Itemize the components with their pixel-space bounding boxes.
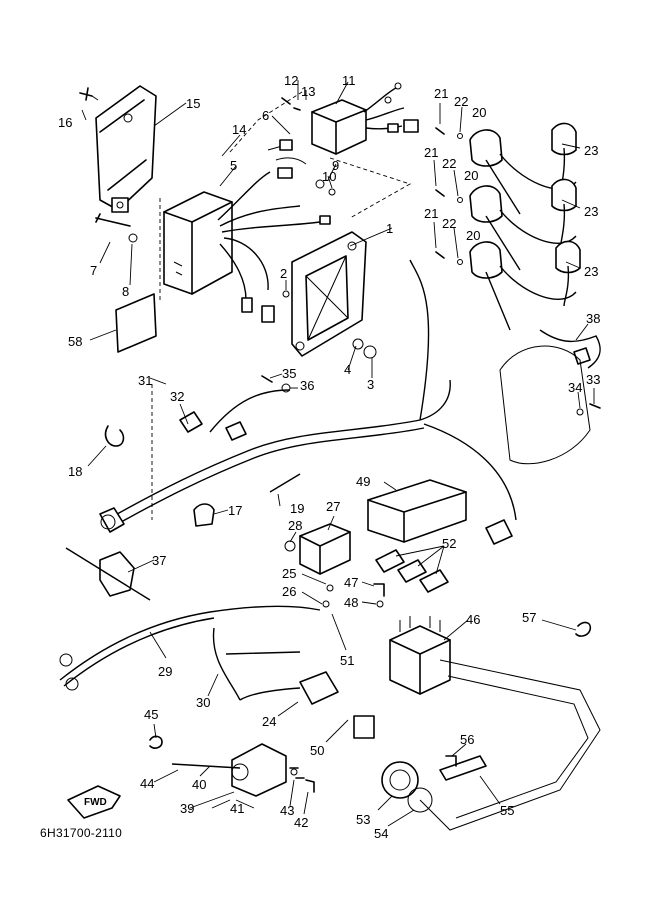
callout-13: 13	[301, 84, 315, 99]
part-16-bolt	[79, 87, 99, 101]
callout-32: 32	[170, 389, 184, 404]
callout-36: 36	[300, 378, 314, 393]
callout-17: 17	[228, 503, 242, 518]
part-11-rectifier	[311, 99, 367, 155]
callout-23-b: 23	[584, 204, 598, 219]
callout-19: 19	[290, 501, 304, 516]
part-39-starter	[231, 743, 287, 797]
callout-24: 24	[262, 714, 276, 729]
callout-10: 10	[322, 169, 336, 184]
callout-20-b: 20	[464, 168, 478, 183]
callout-22-c: 22	[442, 216, 456, 231]
fwd-arrow-icon: FWD	[67, 785, 121, 819]
callout-9: 9	[332, 158, 339, 173]
callout-51: 51	[340, 653, 354, 668]
svg-text:FWD: FWD	[84, 797, 107, 808]
callout-48: 48	[344, 595, 358, 610]
callout-22-a: 22	[454, 94, 468, 109]
callout-6: 6	[262, 108, 269, 123]
callout-31: 31	[138, 373, 152, 388]
callout-26: 26	[282, 584, 296, 599]
callout-49: 49	[356, 474, 370, 489]
callout-16: 16	[58, 115, 72, 130]
part-49-cover	[367, 479, 467, 543]
part-20-23-ignition-coils	[469, 122, 581, 331]
callout-12: 12	[284, 73, 298, 88]
callout-11: 11	[342, 73, 356, 88]
part-27-cover	[299, 523, 351, 575]
callout-40: 40	[192, 777, 206, 792]
callout-46: 46	[466, 612, 480, 627]
callout-23-c: 23	[584, 264, 598, 279]
callout-1: 1	[386, 221, 393, 236]
part-5-cdi-unit	[163, 191, 233, 295]
callout-14: 14	[232, 122, 246, 137]
leader-lines	[81, 80, 595, 827]
callout-4: 4	[344, 362, 351, 377]
callout-52: 52	[442, 536, 456, 551]
part-1-bracket-plate	[291, 231, 367, 357]
callout-2: 2	[280, 266, 287, 281]
callout-21-a: 21	[434, 86, 448, 101]
callout-41: 41	[230, 801, 244, 816]
callout-labels: 1 2 3 4 5 6 7 8 9 10 11 12 13 14 15 16 1…	[58, 73, 600, 841]
callout-42: 42	[294, 815, 308, 830]
callout-53: 53	[356, 812, 370, 827]
callout-45: 45	[144, 707, 158, 722]
callout-22-b: 22	[442, 156, 456, 171]
callout-20-a: 20	[472, 105, 486, 120]
callout-55: 55	[500, 803, 514, 818]
callout-57: 57	[522, 610, 536, 625]
part-15-cover	[95, 85, 157, 213]
callout-43: 43	[280, 803, 294, 818]
callout-29: 29	[158, 664, 172, 679]
callout-37: 37	[152, 553, 166, 568]
callout-25: 25	[282, 566, 296, 581]
part-46-relay-block	[389, 616, 451, 695]
callout-47: 47	[344, 575, 358, 590]
callout-33: 33	[586, 372, 600, 387]
callout-34: 34	[568, 380, 582, 395]
bottom-cowling	[419, 659, 601, 831]
callout-18: 18	[68, 464, 82, 479]
callout-56: 56	[460, 732, 474, 747]
callout-50: 50	[310, 743, 324, 758]
callout-8: 8	[122, 284, 129, 299]
callout-44: 44	[140, 776, 154, 791]
callout-39: 39	[180, 801, 194, 816]
drawing-code: 6H31700-2110	[40, 826, 123, 840]
callout-28: 28	[288, 518, 302, 533]
callout-23-a: 23	[584, 143, 598, 158]
callout-5: 5	[230, 158, 237, 173]
callout-21-b: 21	[424, 145, 438, 160]
callout-20-c: 20	[466, 228, 480, 243]
callout-58: 58	[68, 334, 82, 349]
callout-54: 54	[374, 826, 388, 841]
callout-27: 27	[326, 499, 340, 514]
callout-35: 35	[282, 366, 296, 381]
callout-15: 15	[186, 96, 200, 111]
callout-30: 30	[196, 695, 210, 710]
callout-7: 7	[90, 263, 97, 278]
callout-38: 38	[586, 311, 600, 326]
part-31-main-harness	[99, 259, 517, 545]
callout-3: 3	[367, 377, 374, 392]
callout-21-c: 21	[424, 206, 438, 221]
